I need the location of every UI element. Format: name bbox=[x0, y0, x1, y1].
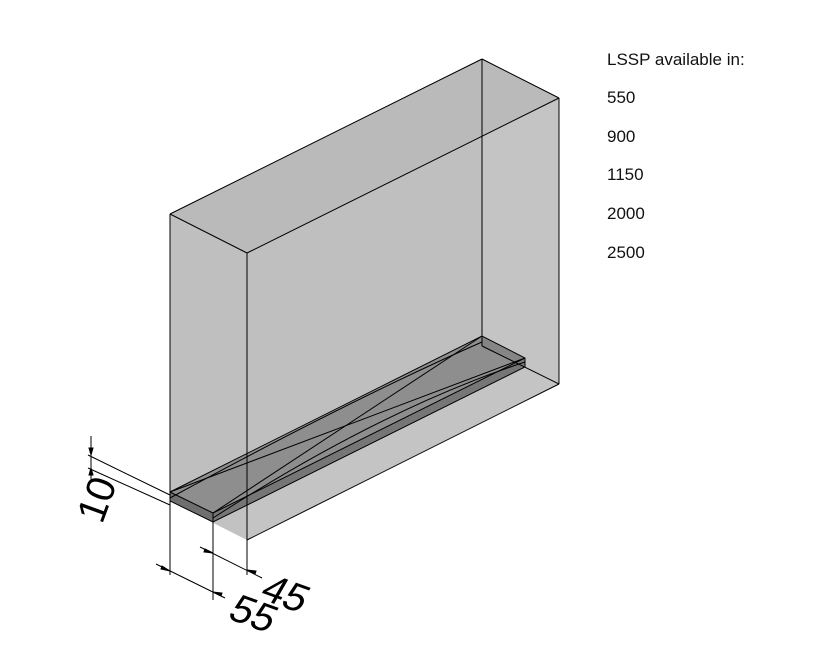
size-1150: 1150 bbox=[607, 165, 644, 185]
dim-height-label: 10 bbox=[69, 471, 126, 528]
cabinet-edges bbox=[169, 58, 560, 600]
legend-title: LSSP available in: bbox=[607, 50, 745, 69]
availability-legend: LSSP available in: 550 900 1150 2000 250… bbox=[607, 50, 745, 267]
size-550: 550 bbox=[607, 88, 636, 107]
size-2500: 2500 bbox=[607, 242, 645, 262]
size-2000: 2000 bbox=[607, 204, 645, 224]
dimension-lines bbox=[87, 436, 263, 599]
size-900: 900 bbox=[607, 126, 636, 146]
